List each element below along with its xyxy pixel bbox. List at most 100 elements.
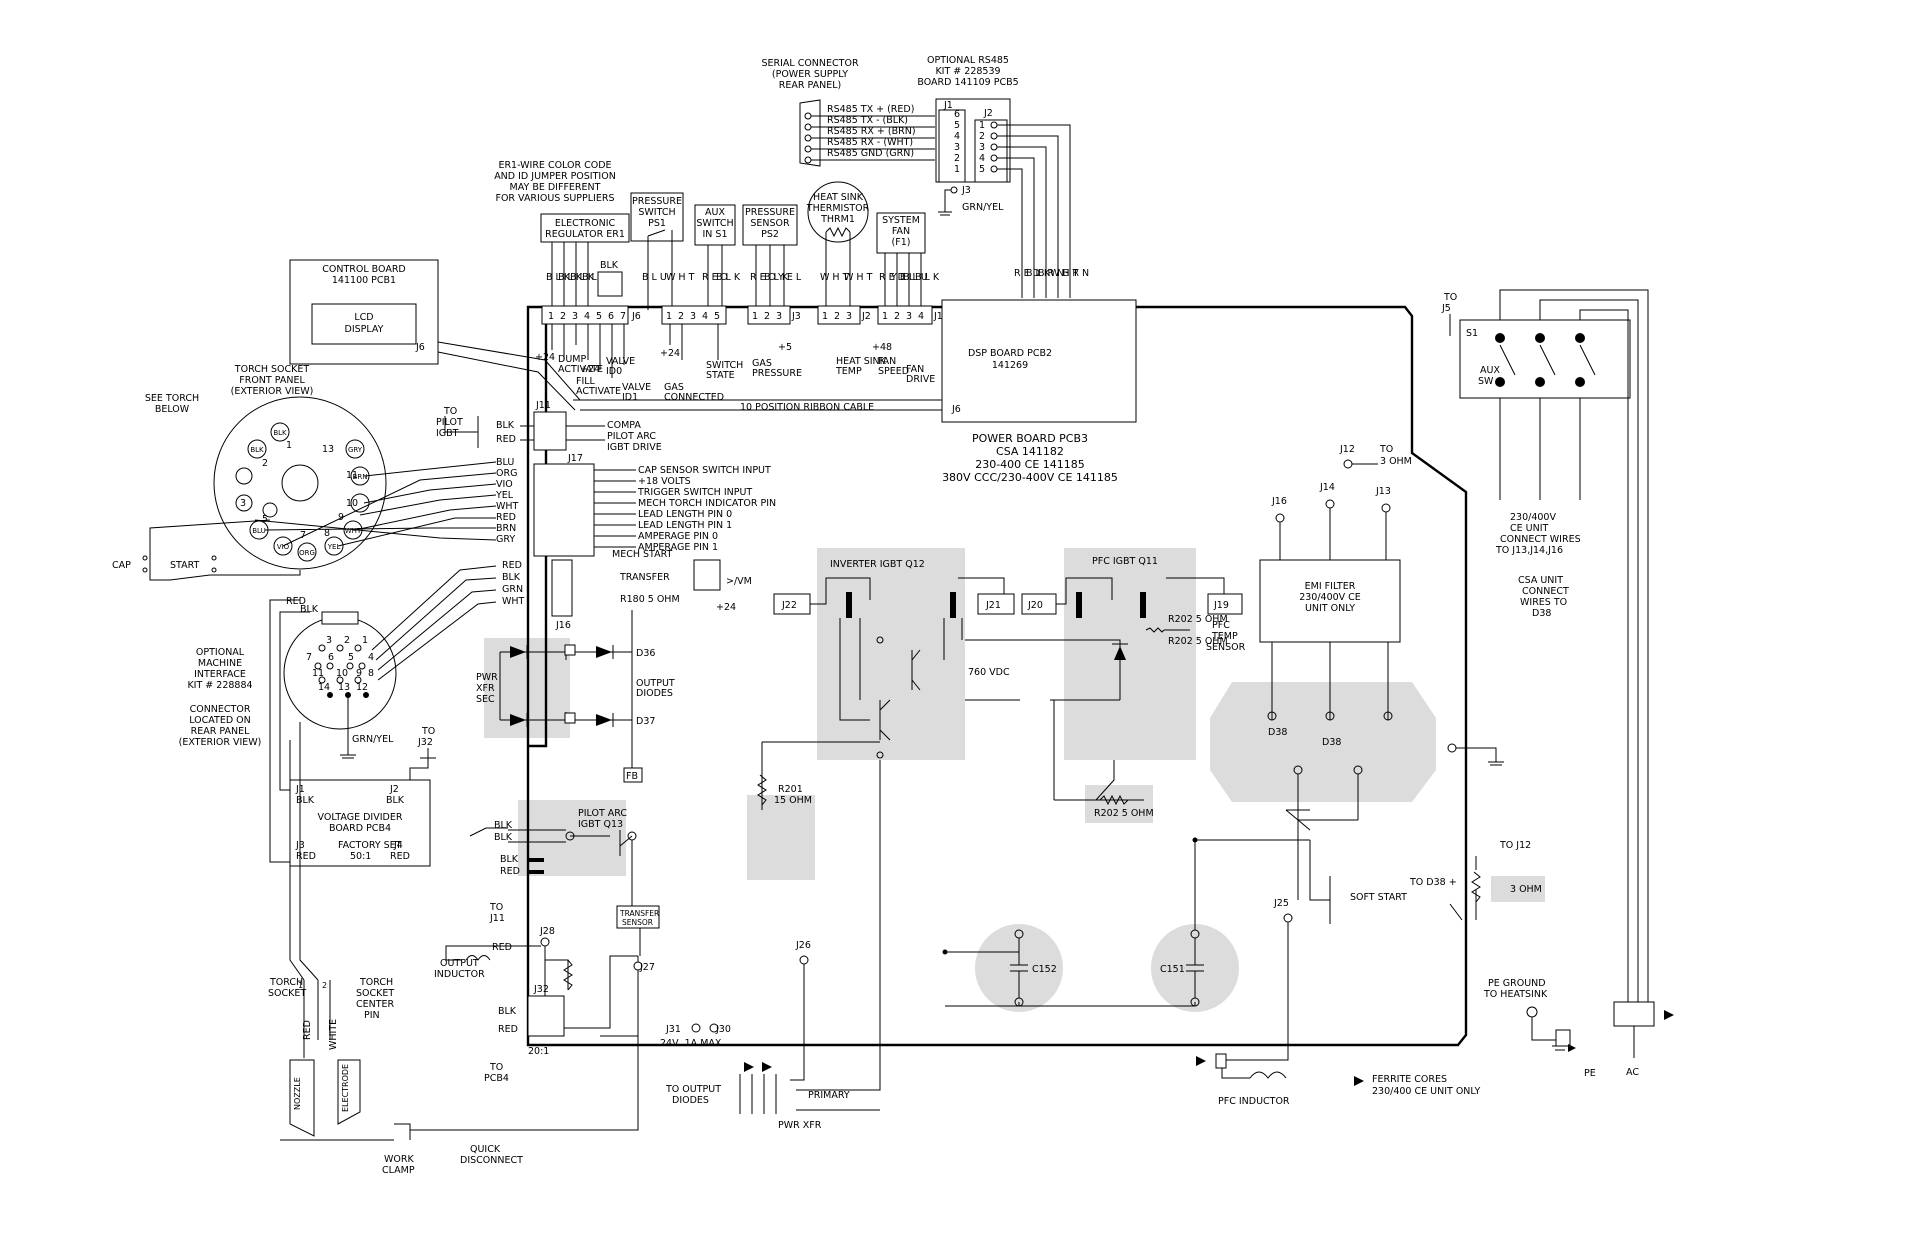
svg-text:2: 2 (322, 981, 327, 990)
svg-text:VIO: VIO (496, 479, 513, 490)
svg-text:DIODES: DIODES (672, 1095, 709, 1106)
svg-text:J11: J11 (489, 913, 505, 924)
svg-text:WIRES TO: WIRES TO (1520, 597, 1567, 608)
power-transformer: TO OUTPUT DIODES PRIMARY PWR XFR (665, 760, 881, 1131)
svg-text:RED: RED (390, 851, 410, 862)
svg-text:FILL: FILL (576, 376, 596, 387)
svg-text:IGBT Q13: IGBT Q13 (578, 819, 623, 830)
svg-text:J2: J2 (861, 311, 871, 322)
svg-text:1: 1 (954, 164, 960, 175)
svg-text:J14: J14 (1319, 482, 1335, 493)
svg-text:ID1: ID1 (622, 392, 638, 403)
svg-text:BELOW: BELOW (155, 404, 190, 415)
svg-text:10 POSITION RIBBON CABLE: 10 POSITION RIBBON CABLE (740, 402, 874, 413)
svg-text:TORCH SOCKET: TORCH SOCKET (234, 364, 310, 375)
svg-text:+24: +24 (716, 602, 736, 613)
svg-text:3: 3 (776, 311, 782, 322)
svg-text:B L K: B L K (558, 272, 583, 283)
svg-text:FRONT PANEL: FRONT PANEL (239, 375, 305, 386)
svg-text:SOCKET: SOCKET (268, 988, 306, 999)
svg-text:B L U: B L U (903, 272, 928, 283)
svg-text:TO: TO (421, 726, 435, 737)
svg-text:J22: J22 (781, 600, 797, 611)
svg-text:DIODES: DIODES (636, 688, 673, 699)
svg-text:DSP BOARD PCB2: DSP BOARD PCB2 (968, 348, 1052, 359)
svg-text:YEL: YEL (495, 490, 514, 501)
svg-text:5: 5 (979, 164, 985, 175)
svg-text:TO J13,J14,J16: TO J13,J14,J16 (1495, 545, 1563, 556)
output-diodes: D36 D37 OUTPUT DIODES PWR XFR SEC FB (476, 610, 675, 783)
svg-text:J19: J19 (1213, 600, 1229, 611)
svg-text:50:1: 50:1 (350, 851, 371, 862)
control-board: CONTROL BOARD 141100 PCB1 LCD DISPLAY J6 (289, 259, 581, 411)
svg-text:OPTIONAL: OPTIONAL (196, 647, 245, 658)
svg-text:CAP SENSOR SWITCH INPUT: CAP SENSOR SWITCH INPUT (638, 465, 771, 476)
svg-text:4: 4 (918, 311, 924, 322)
svg-text:4: 4 (368, 652, 374, 663)
svg-text:ACTIVATE: ACTIVATE (558, 364, 603, 375)
svg-text:ER1-WIRE COLOR CODE: ER1-WIRE COLOR CODE (498, 160, 611, 171)
svg-text:PFC: PFC (1212, 620, 1230, 631)
svg-text:J5: J5 (1441, 303, 1451, 314)
svg-text:B L U: B L U (642, 272, 667, 283)
control-separator (528, 312, 548, 748)
svg-text:BLK: BLK (500, 854, 519, 865)
svg-text:Y E L: Y E L (890, 272, 915, 283)
svg-text:KIT # 228884: KIT # 228884 (187, 680, 252, 691)
svg-text:230/400V: 230/400V (1510, 512, 1556, 523)
svg-text:+18 VOLTS: +18 VOLTS (638, 476, 691, 487)
svg-text:5: 5 (714, 311, 720, 322)
svg-text:G R N: G R N (1062, 268, 1089, 279)
svg-text:THRM1: THRM1 (820, 214, 855, 225)
svg-text:B R N: B R N (1038, 268, 1064, 279)
pfc-inductor: PFC INDUCTOR FERRITE CORES 230/400 CE UN… (1196, 1053, 1480, 1107)
svg-text:FACTORY SET: FACTORY SET (338, 840, 402, 851)
power-board-outline (526, 305, 1468, 1047)
svg-text:BLK: BLK (300, 604, 319, 615)
rs485-section: SERIAL CONNECTOR (POWER SUPPLY REAR PANE… (761, 55, 1089, 298)
svg-text:J1: J1 (933, 311, 943, 322)
svg-text:AMPERAGE PIN 1: AMPERAGE PIN 1 (638, 542, 718, 553)
svg-text:FAN: FAN (906, 364, 924, 375)
svg-text:BLK: BLK (502, 572, 521, 583)
svg-text:(F1): (F1) (892, 237, 911, 248)
svg-text:141100 PCB1: 141100 PCB1 (332, 275, 396, 286)
svg-text:380V CCC/230-400V CE 141185: 380V CCC/230-400V CE 141185 (942, 471, 1118, 484)
svg-text:AMPERAGE PIN 0: AMPERAGE PIN 0 (638, 531, 718, 542)
dc-bus: J26 C152 C151 (790, 837, 1310, 1081)
svg-text:STATE: STATE (706, 370, 735, 381)
svg-text:6: 6 (608, 311, 614, 322)
svg-text:CLAMP: CLAMP (382, 1165, 415, 1176)
svg-text:D37: D37 (636, 716, 655, 727)
svg-text:J31: J31 (665, 1024, 681, 1035)
svg-text:J1: J1 (943, 100, 953, 111)
svg-text:+48: +48 (872, 342, 892, 353)
svg-text:TO D38 +: TO D38 + (1409, 877, 1457, 888)
svg-text:MAY BE DIFFERENT: MAY BE DIFFERENT (510, 182, 601, 193)
svg-text:SW: SW (1478, 376, 1494, 387)
svg-text:PS1: PS1 (648, 218, 666, 229)
svg-text:C152: C152 (1032, 964, 1057, 975)
svg-text:START: START (170, 560, 200, 571)
svg-text:2: 2 (678, 311, 684, 322)
svg-text:PILOT ARC: PILOT ARC (578, 808, 627, 819)
svg-text:LEAD LENGTH PIN 0: LEAD LENGTH PIN 0 (638, 509, 732, 520)
svg-text:J4: J4 (393, 840, 403, 851)
svg-text:W H T: W H T (1050, 268, 1079, 279)
svg-text:QUICK: QUICK (470, 1144, 501, 1155)
lower-left-connectors: J28 RED J32 BLK RED 20:1 J27 TO PCB4 J31… (410, 926, 731, 1131)
svg-text:INDUCTOR: INDUCTOR (434, 969, 485, 980)
svg-text:Y E L: Y E L (777, 272, 802, 283)
svg-text:3: 3 (572, 311, 578, 322)
svg-text:EMI FILTER: EMI FILTER (1305, 581, 1356, 592)
svg-text:BLK: BLK (494, 832, 513, 843)
svg-text:+24: +24 (535, 352, 555, 363)
svg-text:CONNECT: CONNECT (1522, 586, 1569, 597)
svg-text:J30: J30 (715, 1024, 731, 1035)
svg-text:PRESSURE: PRESSURE (752, 368, 802, 379)
board-connectors: 1 2 3 4 5 6 7 J6 +24 DUMP ACTIVATE +24 F… (535, 299, 1137, 423)
svg-text:PILOT: PILOT (436, 417, 463, 428)
svg-text:PRESSURE: PRESSURE (745, 207, 795, 218)
svg-text:J21: J21 (985, 600, 1001, 611)
svg-text:INVERTER IGBT Q12: INVERTER IGBT Q12 (830, 559, 925, 570)
